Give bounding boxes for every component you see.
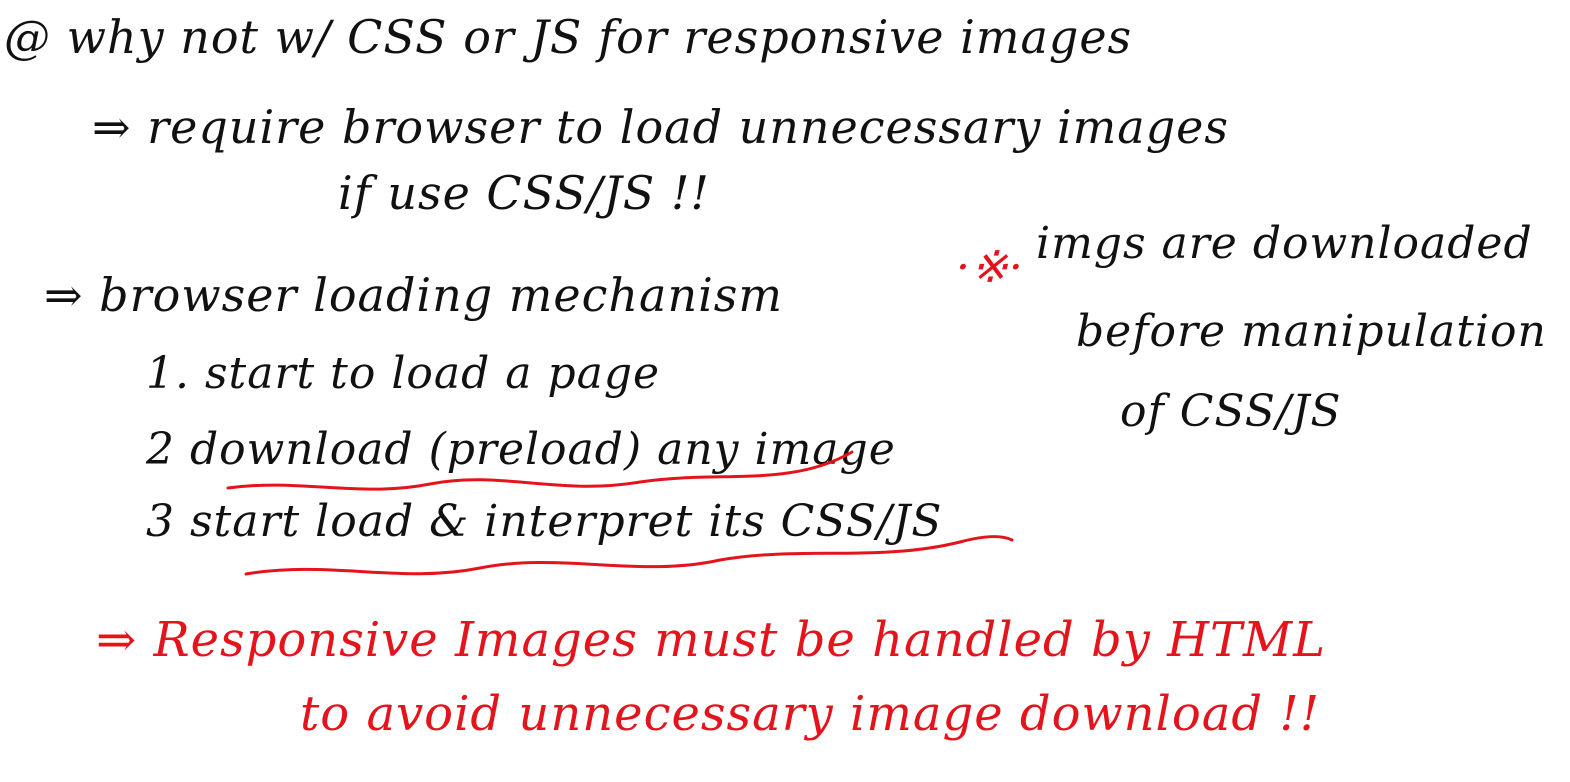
conclusion-line-1: ⇒ Responsive Images must be handled by H… [96, 612, 1326, 668]
side-note-marker: ·※· [956, 242, 1024, 293]
mechanism-step-2: 2 download (preload) any image [146, 424, 896, 475]
side-note-line-3: of CSS/JS [1120, 386, 1342, 437]
mechanism-step-1: 1. start to load a page [146, 348, 661, 399]
conclusion-line-2: to avoid unnecessary image download !! [300, 686, 1320, 742]
reason-line-2: if use CSS/JS !! [338, 166, 710, 220]
reason-line-1: ⇒ require browser to load unnecessary im… [92, 100, 1229, 154]
mechanism-heading: ⇒ browser loading mechanism [44, 268, 784, 322]
side-note-line-2: before manipulation [1076, 306, 1547, 357]
note-heading: @ why not w/ CSS or JS for responsive im… [4, 10, 1133, 64]
side-note-line-1: imgs are downloaded [1036, 218, 1533, 269]
mechanism-step-3: 3 start load & interpret its CSS/JS [146, 496, 943, 547]
